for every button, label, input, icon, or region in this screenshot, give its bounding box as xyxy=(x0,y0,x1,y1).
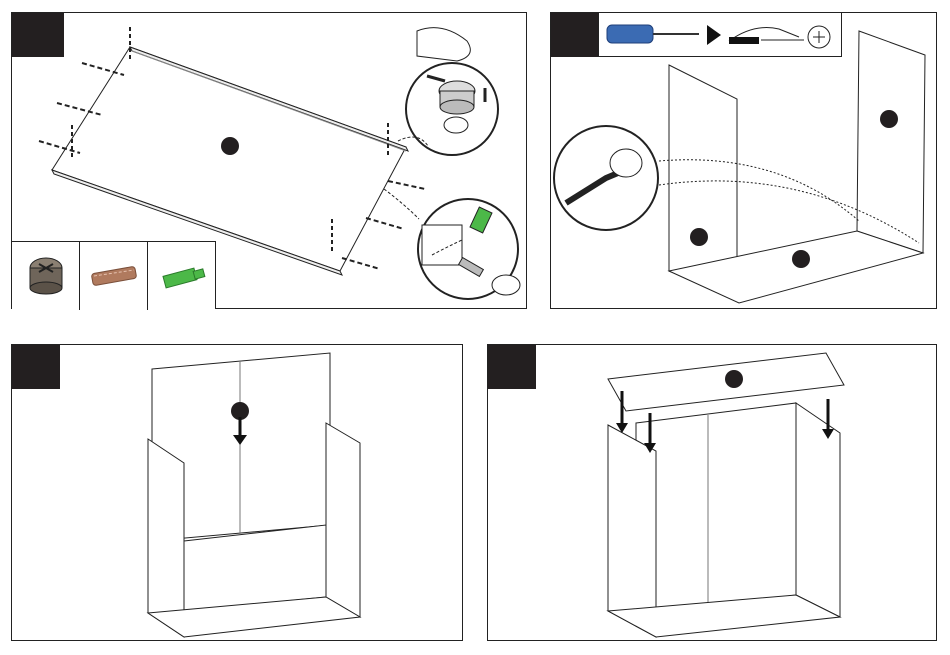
part-marker-dot xyxy=(792,250,810,268)
step-2-panel xyxy=(550,12,937,309)
right-side-panel xyxy=(326,423,360,617)
right-side-panel xyxy=(796,403,840,617)
part-marker-dot xyxy=(725,370,743,388)
step-3-illustration xyxy=(12,345,464,642)
dowel-pin xyxy=(366,218,404,229)
hammer-icon xyxy=(492,275,520,295)
step-4-panel xyxy=(487,344,937,641)
board-panel xyxy=(52,47,406,271)
cam-lock-nut-icon xyxy=(12,242,80,310)
wood-dowel-icon xyxy=(80,242,148,310)
part-marker-dot xyxy=(221,137,239,155)
left-side-panel xyxy=(608,425,656,637)
glue-tube-legend-icon xyxy=(148,242,216,310)
step-2-illustration xyxy=(551,13,938,310)
part-marker-dot xyxy=(880,110,898,128)
right-side-panel xyxy=(857,31,925,253)
step-1-panel xyxy=(11,12,527,309)
hardware-legend xyxy=(12,241,216,309)
back-panel xyxy=(636,403,796,615)
dowel-pin xyxy=(342,258,380,269)
step-3-panel xyxy=(11,344,463,641)
step-4-illustration xyxy=(488,345,938,642)
part-marker-dot xyxy=(690,228,708,246)
left-side-panel xyxy=(148,439,184,637)
dowel-pin xyxy=(388,181,425,189)
